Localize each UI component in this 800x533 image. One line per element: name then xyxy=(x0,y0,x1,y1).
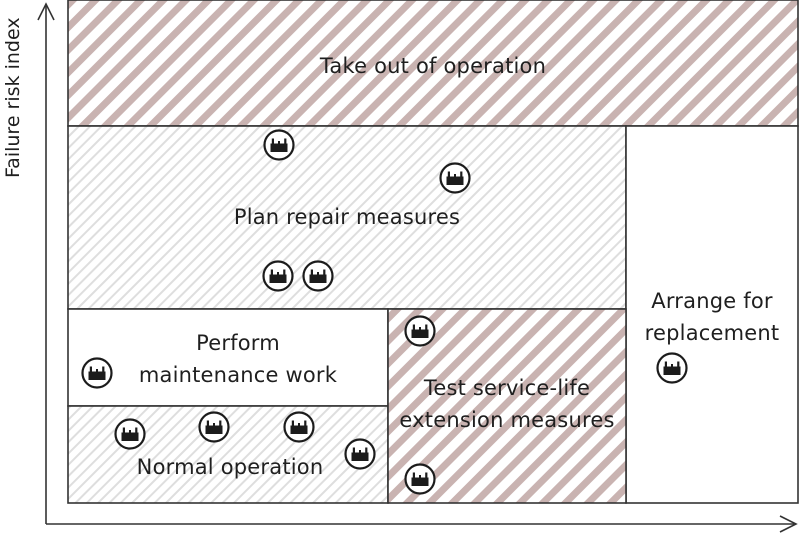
transformer-icon xyxy=(302,260,334,292)
zone-label-perform-line1: Perform xyxy=(196,331,280,355)
y-axis-label: Failure risk index xyxy=(2,17,24,178)
zone-arrange-for-replacement xyxy=(625,125,799,504)
zone-label-plan-repair: Plan repair measures xyxy=(233,205,461,229)
zone-perform-maintenance-work xyxy=(67,308,389,407)
zone-label-perform-maintenance: Perform maintenance work xyxy=(88,327,388,391)
zone-label-test-line1: Test service-life xyxy=(423,376,591,400)
zone-label-arrange-line1: Arrange for xyxy=(651,289,773,313)
zone-take-out-of-operation xyxy=(67,0,799,127)
zone-label-arrange-line2: replacement xyxy=(644,321,780,345)
transformer-icon xyxy=(198,411,230,443)
axes xyxy=(37,2,798,533)
transformer-icon xyxy=(263,129,295,161)
transformer-icon xyxy=(114,418,146,450)
zone-label-normal-operation: Normal operation xyxy=(136,455,324,479)
transformer-icon xyxy=(404,463,436,495)
y-axis-arrow xyxy=(37,2,55,21)
x-axis-arrow xyxy=(779,515,798,533)
transformer-icon xyxy=(262,260,294,292)
zone-plan-repair-measures xyxy=(67,125,627,310)
transformer-icon xyxy=(283,411,315,443)
zone-label-test-extension: Test service-life extension measures xyxy=(388,372,626,436)
zone-label-arrange-replacement: Arrange for replacement xyxy=(626,285,798,349)
transformer-icon xyxy=(404,315,436,347)
transformer-icon xyxy=(439,162,471,194)
zone-label-perform-line2: maintenance work xyxy=(138,363,338,387)
zone-label-take-out: Take out of operation xyxy=(319,54,547,78)
zones xyxy=(67,0,799,504)
transformer-icon xyxy=(656,352,688,384)
zone-label-test-line2: extension measures xyxy=(399,408,615,432)
